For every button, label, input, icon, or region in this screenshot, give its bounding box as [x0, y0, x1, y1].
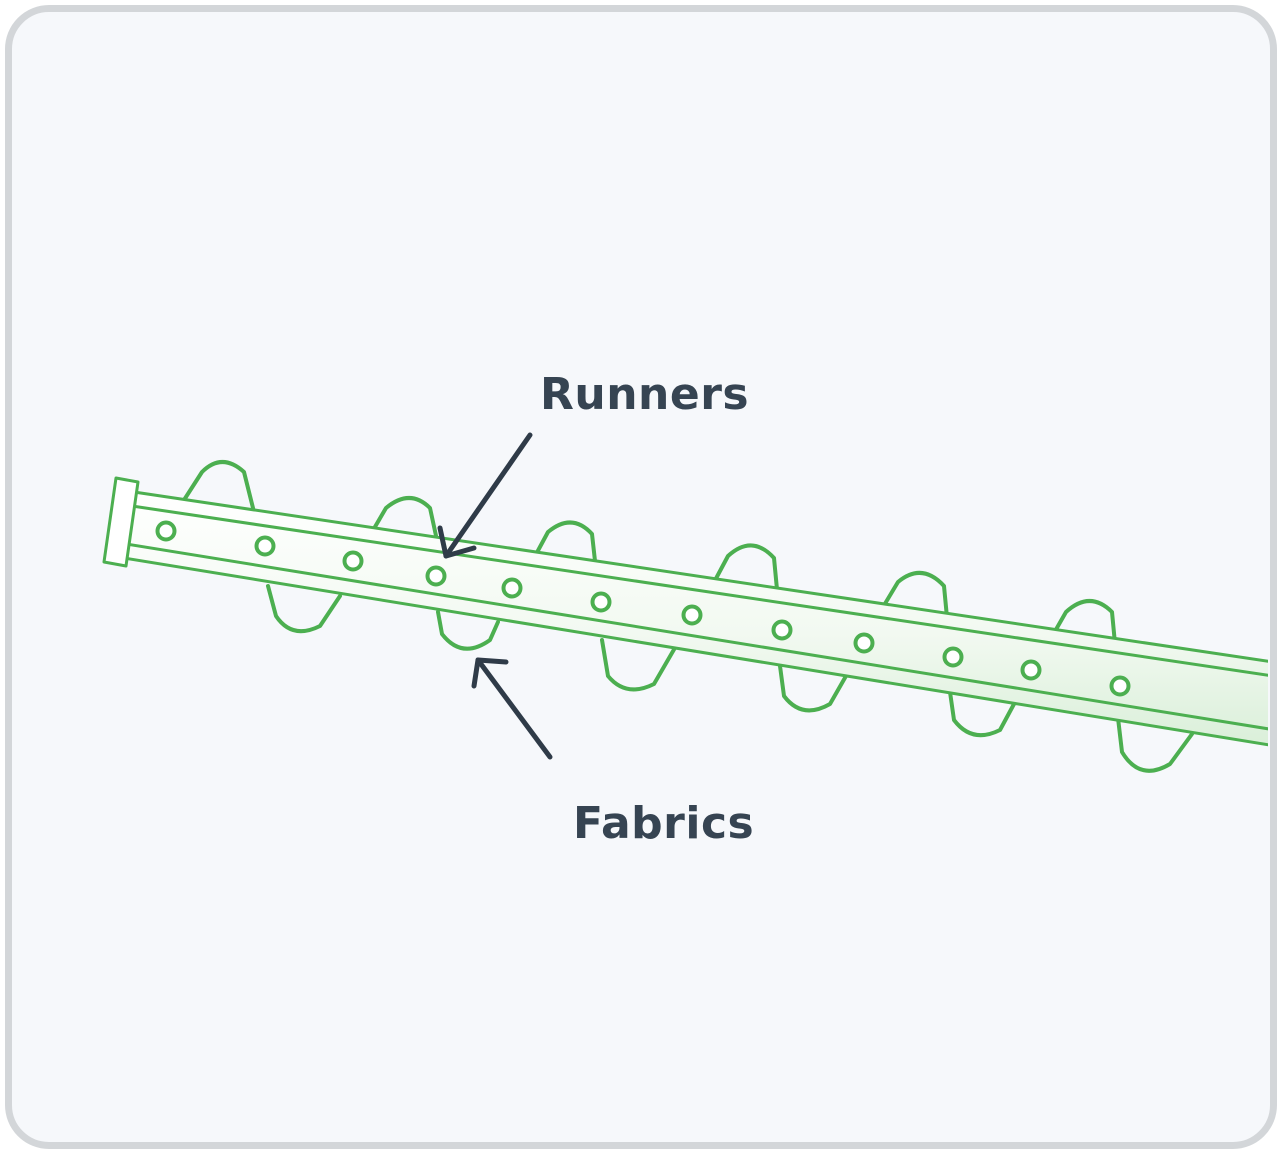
- fabric-fold: [370, 496, 440, 547]
- fabric-fold: [182, 460, 256, 514]
- fabric-fold: [436, 610, 500, 651]
- runner: [771, 619, 793, 641]
- runner: [681, 604, 703, 626]
- runner: [942, 646, 964, 668]
- rail-end-cap: [102, 476, 140, 568]
- runners-arrow: [437, 432, 533, 559]
- runner: [155, 520, 177, 542]
- fabric-fold: [778, 664, 848, 713]
- fabrics-arrow: [471, 657, 553, 760]
- fabric-fold: [1116, 716, 1194, 773]
- fabric-fold: [710, 543, 780, 602]
- runner: [342, 550, 364, 572]
- runners: [155, 520, 1131, 697]
- runner: [425, 565, 447, 587]
- runner: [501, 577, 523, 599]
- rail-bottom-edge: [125, 542, 1268, 736]
- runner: [1109, 675, 1131, 697]
- curtain-rail: [122, 490, 1268, 752]
- fabric-fold: [878, 571, 950, 630]
- arrowhead-icon: [471, 657, 509, 689]
- runner: [254, 535, 276, 557]
- fabric-fold: [948, 690, 1016, 738]
- rail-top-edge: [131, 504, 1268, 682]
- fabric-fold: [266, 584, 342, 634]
- fabrics-label: Fabrics: [573, 798, 754, 849]
- fabric-fold: [600, 638, 678, 692]
- arrowhead-icon: [437, 525, 477, 559]
- runner: [590, 591, 612, 613]
- fabric-fold: [1048, 599, 1118, 656]
- runners-label: Runners: [540, 369, 749, 420]
- runner: [853, 632, 875, 654]
- fabric-folds: [182, 460, 1194, 773]
- fabric-fold: [532, 520, 598, 572]
- runner: [1020, 659, 1042, 681]
